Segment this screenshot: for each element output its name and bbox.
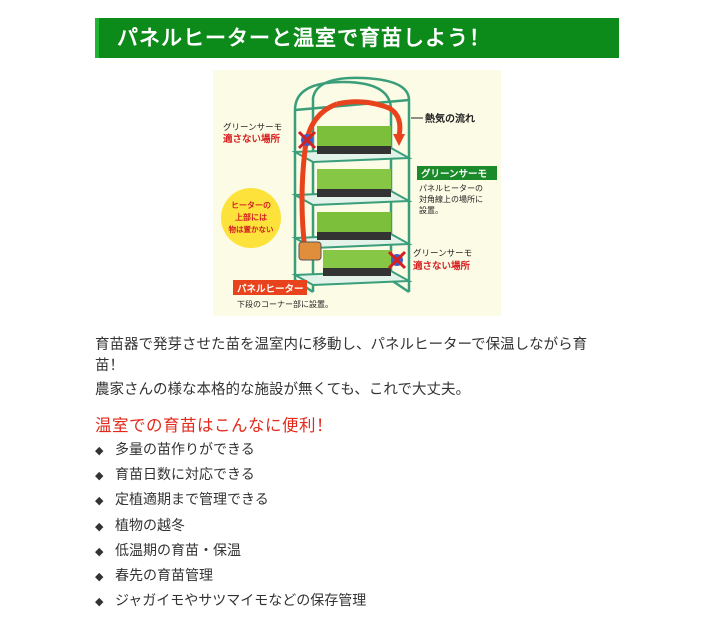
list-item: ◆定植適期まで管理できる (95, 488, 366, 513)
list-item: ◆春先の育苗管理 (95, 564, 366, 589)
bad-spot-bottom-line2: 適さない場所 (413, 260, 471, 272)
list-item: ◆育苗日数に対応できる (95, 463, 366, 488)
bullet-icon: ◆ (95, 519, 104, 533)
green-thermo-badge (417, 166, 497, 180)
banner-title: パネルヒーターと温室で育苗しよう！ (117, 26, 491, 50)
green-thermo-desc1: パネルヒーターの (419, 184, 483, 193)
x-mark-bottom (387, 250, 407, 270)
list-item: ◆ジャガイモやサツマイモなどの保存管理 (95, 589, 366, 614)
bullet-icon: ◆ (95, 544, 104, 558)
bad-spot-bottom-line1: グリーンサーモ (413, 248, 472, 259)
heater-note-line3: 物は置かない (229, 224, 274, 234)
bullet-icon: ◆ (95, 494, 104, 508)
heater-note-line1: ヒーターの (231, 200, 271, 210)
intro-paragraph: 育苗器で発芽させた苗を温室内に移動し、パネルヒーターで保温しながら育 苗！ 農家… (95, 335, 655, 401)
list-item: ◆植物の越冬 (95, 514, 366, 539)
green-thermo-title: グリーンサーモ (421, 168, 487, 180)
panel-heater-title: パネルヒーター (237, 283, 304, 295)
greenhouse-frame (293, 76, 411, 294)
x-mark-top (297, 130, 317, 150)
seedling-trays (317, 126, 391, 276)
benefits-heading: 温室での育苗はこんなに便利！ (95, 416, 333, 435)
heat-flow-label: 熱気の流れ (425, 112, 475, 125)
benefits-list: ◆多量の苗作りができる ◆育苗日数に対応できる ◆定植適期まで管理できる ◆植物… (95, 438, 366, 614)
heat-flow-arrows (299, 99, 403, 251)
bullet-icon: ◆ (95, 595, 104, 609)
bullet-icon: ◆ (95, 569, 104, 583)
intro-line-3: 農家さんの様な本格的な施設が無くても、これで大丈夫。 (95, 382, 470, 398)
intro-line-1: 育苗器で発芽させた苗を温室内に移動し、パネルヒーターで保温しながら育 (95, 337, 588, 353)
panel-heater-desc: 下段のコーナー部に設置。 (237, 299, 333, 309)
heater-note-bubble (221, 188, 281, 248)
panel-heater-badge (233, 280, 307, 295)
bad-spot-top-line2: 適さない場所 (223, 133, 281, 145)
page-banner: パネルヒーターと温室で育苗しよう！ (95, 18, 619, 58)
panel-heater-unit (298, 241, 322, 261)
bullet-icon: ◆ (95, 444, 104, 457)
green-thermo-desc2: 対角線上の場所に (419, 194, 483, 204)
intro-line-2: 苗！ (95, 358, 124, 374)
bad-spot-top-line1: グリーンサーモ (223, 122, 282, 133)
list-item: ◆低温期の育苗・保温 (95, 539, 366, 564)
green-thermo-desc3: 設置。 (419, 205, 443, 215)
heater-note-line2: 上部には (235, 212, 267, 222)
heat-flow-arrowhead (393, 134, 405, 146)
bullet-icon: ◆ (95, 469, 104, 483)
greenhouse-illustration: 熱気の流れ グリーンサーモ 適さない場所 グリーンサーモ パネルヒーターの 対角… (213, 70, 501, 316)
list-item: ◆多量の苗作りができる (95, 438, 366, 463)
